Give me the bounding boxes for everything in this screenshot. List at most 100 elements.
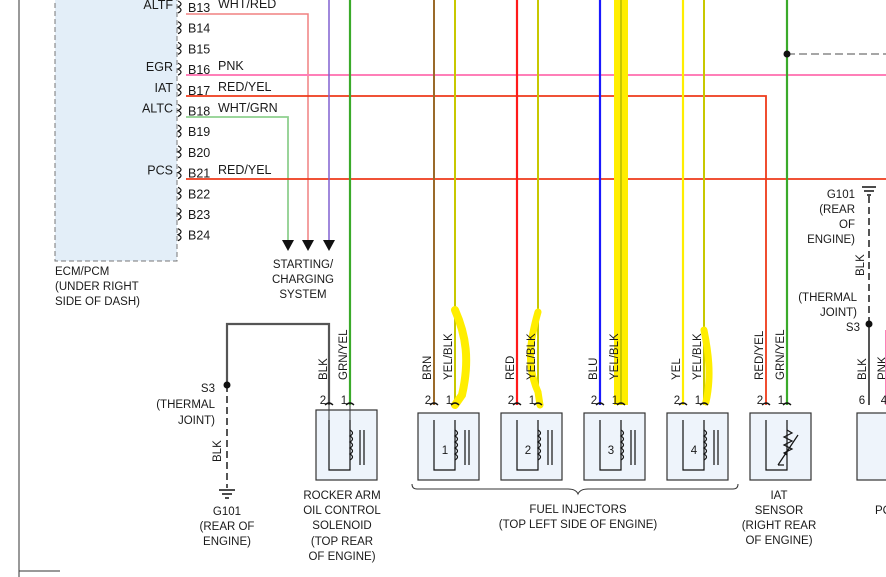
ecm-label-3: SIDE OF DASH) bbox=[55, 296, 140, 308]
dashed-connection-top-right bbox=[783, 50, 886, 58]
ecm-pin-b23: B23 bbox=[176, 207, 210, 222]
wire-label-blk-left: BLK bbox=[212, 440, 224, 462]
wire-b18-wht-grn bbox=[186, 116, 289, 240]
inj1-wire-label-1: YEL/BLK bbox=[443, 333, 455, 380]
wire-label-blk-right: BLK bbox=[855, 254, 867, 276]
splice-right-label-1: (THERMAL bbox=[798, 292, 857, 304]
pin-function-label: IAT bbox=[154, 81, 173, 95]
pin-label: B22 bbox=[188, 187, 210, 201]
pin-terminal-icon bbox=[176, 0, 182, 14]
rocker-label-4: (TOP REAR bbox=[311, 536, 373, 548]
pin-terminal-icon bbox=[176, 124, 182, 138]
splice-label-2: (THERMAL bbox=[156, 399, 215, 411]
pin-number: 1 bbox=[446, 395, 452, 407]
pin-label: B17 bbox=[188, 84, 210, 98]
fuel-injector-2: 2 1 2 bbox=[500, 395, 563, 481]
inj3-wire-label-1: YEL/BLK bbox=[609, 333, 621, 380]
pin-label: B21 bbox=[188, 167, 210, 181]
ecm-pin-b24: B24 bbox=[176, 228, 210, 243]
inj2-wire-label-1: YEL/BLK bbox=[526, 333, 538, 380]
right-edge-component: 6 4 PC bbox=[856, 324, 886, 517]
pin-function-label: PCS bbox=[147, 164, 173, 178]
pin-terminal-icon bbox=[176, 145, 182, 159]
fuel-injector-3: 2 1 3 bbox=[583, 395, 646, 481]
ecm-pin-b19: B19 bbox=[176, 124, 210, 139]
ground-icon bbox=[219, 489, 235, 499]
pin-function-label: ALTF bbox=[143, 0, 173, 12]
pin-function-label: ALTC bbox=[142, 102, 173, 116]
ecm-label-1: ECM/PCM bbox=[55, 266, 109, 278]
injector-coil-icon bbox=[599, 420, 636, 471]
ecm-pin-b20: B20 bbox=[176, 145, 210, 160]
pin-terminal-icon bbox=[176, 41, 182, 55]
injectors-label-1: FUEL INJECTORS bbox=[529, 504, 626, 516]
inj4-wire-label-2: YEL bbox=[671, 358, 683, 380]
iat-sensor: 2 1 IAT SENSOR (RIGHT REAR OF ENGINE) bbox=[742, 395, 817, 547]
ground-label-2: (REAR OF bbox=[200, 521, 255, 533]
starting-label-3: SYSTEM bbox=[279, 289, 326, 301]
arrow-down-icon bbox=[323, 240, 335, 251]
wire-label-b16: PNK bbox=[218, 59, 244, 73]
pin-number: 4 bbox=[881, 395, 886, 407]
right-edge-label: PC bbox=[875, 505, 886, 517]
ecm-pin-b21: B21 PCS bbox=[147, 164, 210, 181]
ecm-pin-b14: B14 bbox=[176, 21, 210, 36]
pin-number: 2 bbox=[425, 395, 431, 407]
wire-label-b21: RED/YEL bbox=[218, 163, 272, 177]
pin-label: B14 bbox=[188, 22, 210, 36]
fuel-injectors-bracket: FUEL INJECTORS (TOP LEFT SIDE OF ENGINE) bbox=[411, 483, 739, 531]
injector-coil-icon bbox=[682, 420, 719, 471]
ecm-pin-b16: B16 EGR bbox=[146, 60, 210, 77]
injectors-label-2: (TOP LEFT SIDE OF ENGINE) bbox=[499, 519, 658, 531]
pin-label: B24 bbox=[188, 229, 210, 243]
splice-label-1: S3 bbox=[201, 383, 215, 395]
rocker-arm-solenoid: 2 1 ROCKER ARM OIL CONTROL SOLENOID (TOP… bbox=[303, 395, 381, 563]
ecm-pin-b17: B17 IAT bbox=[154, 81, 210, 98]
rocker-label-2: OIL CONTROL bbox=[303, 505, 381, 517]
solenoid-coil-icon bbox=[328, 420, 365, 471]
ground-right: G101 (REAR OF ENGINE) BLK (THERMAL JOINT… bbox=[798, 186, 876, 334]
pin-number: 2 bbox=[674, 395, 680, 407]
injector-number: 3 bbox=[608, 445, 614, 457]
pin-number: 2 bbox=[320, 395, 326, 407]
ecm-pin-b22: B22 bbox=[176, 186, 210, 201]
ground-right-label-1: G101 bbox=[827, 189, 855, 201]
pin-number: 2 bbox=[508, 395, 514, 407]
pin-terminal-icon bbox=[176, 207, 182, 221]
inj4-wire-label-1: YEL/BLK bbox=[692, 333, 704, 380]
pin-number: 2 bbox=[591, 395, 597, 407]
iat-label-4: OF ENGINE) bbox=[745, 535, 812, 547]
injector-vertical-wires bbox=[348, 0, 789, 405]
ground-left: S3 (THERMAL JOINT) BLK G101 (REAR OF ENG… bbox=[156, 322, 331, 548]
pin-number: 1 bbox=[612, 395, 618, 407]
pin-label: B23 bbox=[188, 208, 210, 222]
ground-right-label-3: OF bbox=[839, 219, 855, 231]
starting-label-2: CHARGING bbox=[272, 274, 334, 286]
fuel-injector-4: 2 1 4 bbox=[666, 395, 729, 481]
pin-label: B16 bbox=[188, 63, 210, 77]
iat-label-1: IAT bbox=[770, 490, 787, 502]
iat-label-3: (RIGHT REAR bbox=[742, 520, 817, 532]
splice-dot bbox=[223, 381, 231, 389]
pin-number: 1 bbox=[341, 395, 347, 407]
wire-b13-wht-red bbox=[186, 13, 309, 240]
inj1-wire-label-2: BRN bbox=[422, 356, 434, 380]
splice-label-3: JOINT) bbox=[178, 415, 215, 427]
injector-coil-icon bbox=[516, 420, 553, 471]
pin-number: 1 bbox=[778, 395, 784, 407]
right-wire-label-4: PNK bbox=[877, 356, 886, 380]
pin-function-label: EGR bbox=[146, 60, 173, 74]
pin-terminal-icon bbox=[176, 62, 182, 76]
component-boxes: 2 1 ROCKER ARM OIL CONTROL SOLENOID (TOP… bbox=[303, 324, 886, 563]
wire-label-b13: WHT/RED bbox=[218, 0, 276, 11]
splice-right-label-3: S3 bbox=[846, 322, 860, 334]
pin-label: B15 bbox=[188, 42, 210, 56]
ground-label-1: G101 bbox=[213, 506, 241, 518]
pin-number: 1 bbox=[695, 395, 701, 407]
component-wire-labels: BLK GRN/YEL BRN YEL/BLK RED YEL/BLK BLU … bbox=[318, 329, 886, 380]
